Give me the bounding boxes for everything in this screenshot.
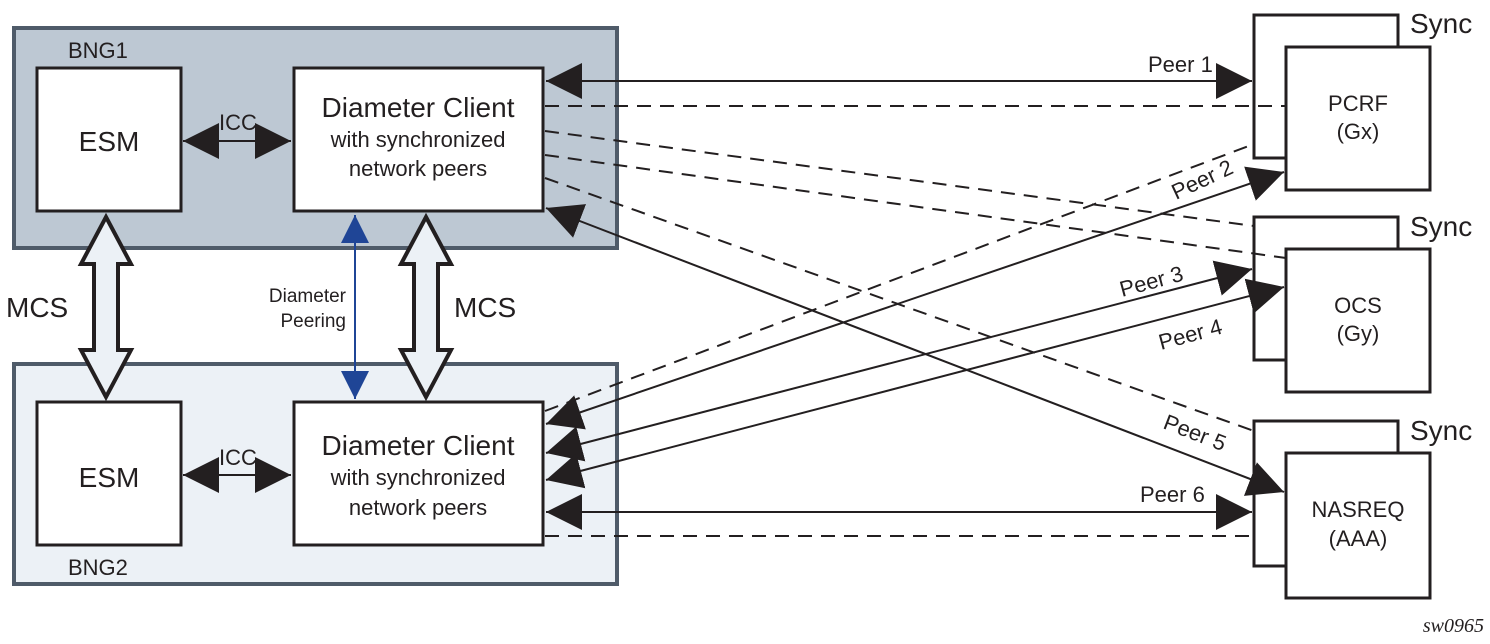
pcrf-server: PCRF (Gx) Sync [1252, 8, 1472, 192]
nasreq-server: NASREQ (AAA) Sync [1252, 415, 1472, 600]
standby-path-ocs-bng1-b [544, 154, 1287, 259]
standby-path-ocs-bng1-a [544, 130, 1255, 227]
nasreq-box [1284, 451, 1432, 600]
nasreq-name: NASREQ [1312, 497, 1405, 522]
mcs-arrow-left [77, 212, 135, 402]
bng2-client-line3: network peers [349, 495, 487, 520]
peering-label-line2: Peering [281, 311, 347, 332]
nasreq-sync-label: Sync [1410, 415, 1472, 446]
figure-id: sw0965 [1423, 615, 1484, 637]
mcs-label-right: MCS [454, 292, 516, 323]
ocs-server: OCS (Gy) Sync [1252, 211, 1472, 394]
standby-paths [544, 105, 1287, 537]
ocs-sync-label: Sync [1410, 211, 1472, 242]
bng1-icc-label: ICC [219, 110, 257, 135]
nasreq-sub: (AAA) [1329, 526, 1388, 551]
peer-5-link [545, 204, 1285, 496]
bng2-icc-link: ICC [183, 445, 291, 493]
bng1-esm-label: ESM [79, 126, 140, 157]
peer-4-label: Peer 4 [1156, 314, 1225, 355]
peering-label-line1: Diameter [269, 286, 347, 307]
bng1-diameter-client-box: Diameter Client with synchronized networ… [292, 66, 545, 213]
bng2-diameter-client-box: Diameter Client with synchronized networ… [292, 400, 545, 547]
peer-3-link [545, 260, 1253, 462]
peer-2-link [545, 166, 1285, 430]
peer-links [545, 63, 1285, 530]
bng2-container: BNG2 ESM ICC Diameter Client with synchr… [12, 362, 619, 586]
bng1-icc-link: ICC [183, 110, 291, 159]
pcrf-box [1284, 45, 1432, 192]
mcs-arrow-right [397, 212, 455, 402]
peer-6-label: Peer 6 [1140, 482, 1205, 507]
bng2-label: BNG2 [68, 555, 128, 580]
bng1-esm-box: ESM [35, 66, 183, 213]
bng2-esm-label: ESM [79, 462, 140, 493]
pcrf-name: PCRF [1328, 91, 1388, 116]
diameter-peering-link: Diameter Peering [269, 215, 369, 399]
bng2-icc-label: ICC [219, 445, 257, 470]
mcs-label-left: MCS [6, 292, 68, 323]
peer-4-link [545, 278, 1285, 489]
bng2-client-line2: with synchronized [330, 465, 506, 490]
bng2-esm-box: ESM [35, 400, 183, 547]
bng1-client-line3: network peers [349, 156, 487, 181]
ocs-box [1284, 247, 1432, 394]
peer-1-label: Peer 1 [1148, 52, 1213, 77]
standby-path-nasreq-bng1 [544, 177, 1255, 432]
pcrf-sync-label: Sync [1410, 8, 1472, 39]
ocs-sub: (Gy) [1337, 321, 1380, 346]
bng1-client-title: Diameter Client [322, 92, 515, 123]
bng2-client-title: Diameter Client [322, 430, 515, 461]
ocs-name: OCS [1334, 293, 1382, 318]
bng1-client-line2: with synchronized [330, 127, 506, 152]
peer-2-label: Peer 2 [1168, 154, 1237, 204]
bng1-container: BNG1 ESM ICC Diameter Client with synchr… [12, 26, 619, 250]
pcrf-sub: (Gx) [1337, 119, 1380, 144]
bng1-label: BNG1 [68, 38, 128, 63]
